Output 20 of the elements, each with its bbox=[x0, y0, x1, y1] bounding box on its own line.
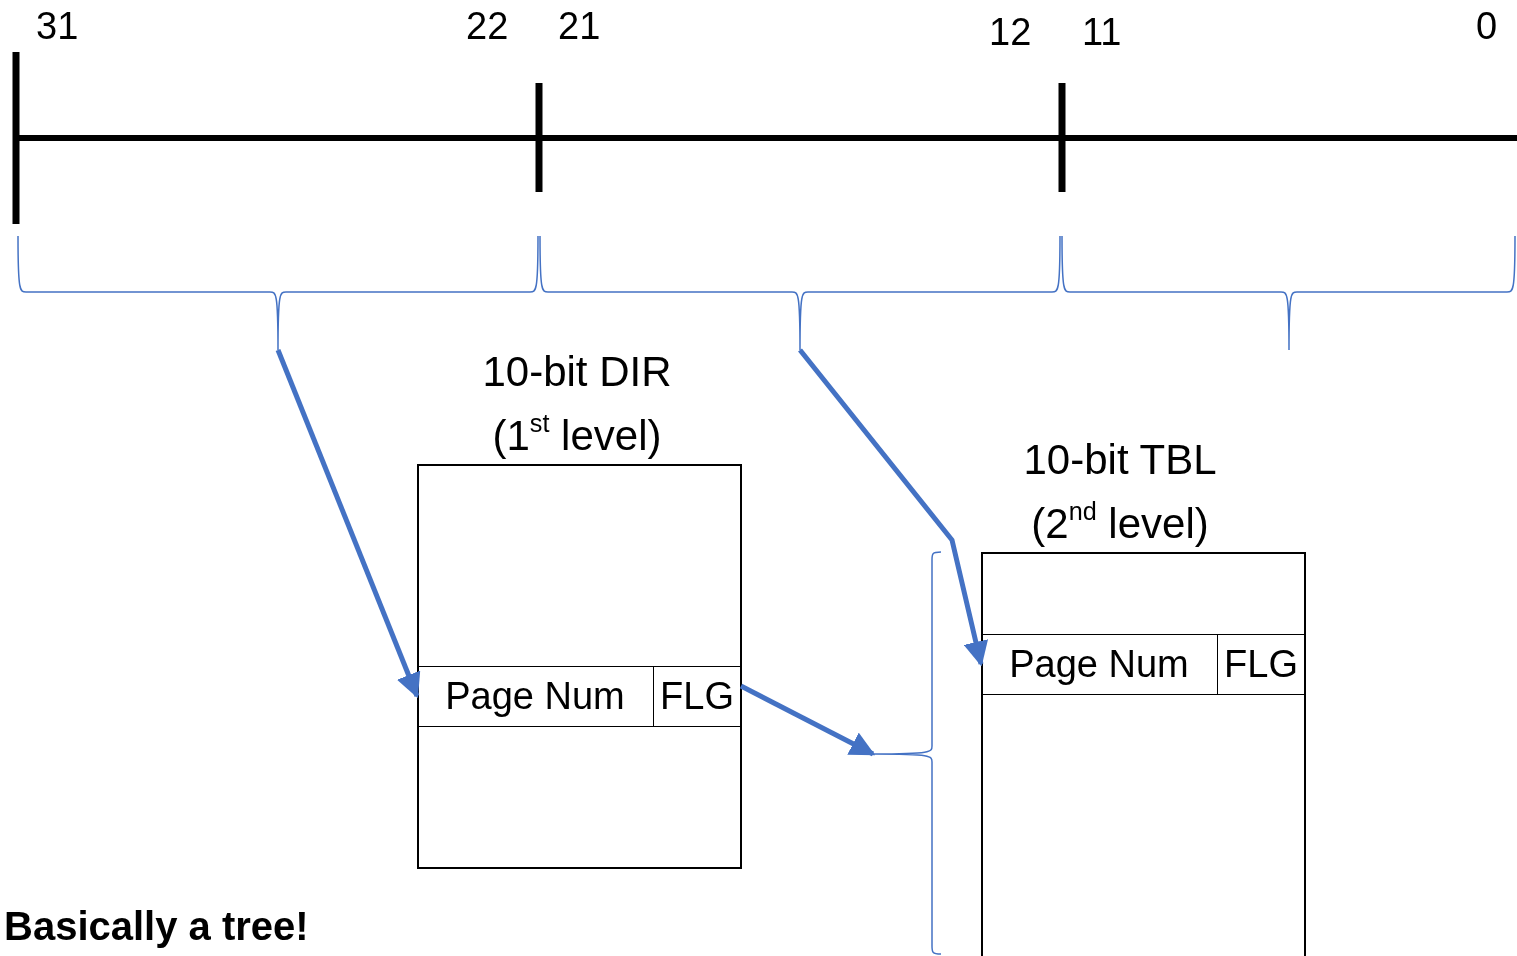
bit-field-brace bbox=[18, 236, 538, 350]
table-heading: 10-bit DIR (1$^{st}$ level) bbox=[481, 347, 673, 461]
bit-number: 31 bbox=[36, 4, 79, 48]
bit-field-brace bbox=[540, 236, 1060, 350]
bit-number: 21 bbox=[558, 4, 601, 48]
table-entry: Page Num bbox=[416, 665, 654, 727]
table-entry: FLG bbox=[1216, 633, 1306, 695]
table-brace bbox=[873, 552, 941, 954]
arrow bbox=[739, 683, 876, 757]
bit-number: 11 bbox=[1082, 10, 1122, 54]
arrow bbox=[275, 349, 421, 699]
table-heading: 10-bit TBL (2$^{nd}$ level) bbox=[1022, 435, 1218, 549]
bit-number: 0 bbox=[1476, 4, 1498, 48]
bit-number: 12 bbox=[989, 10, 1032, 54]
caption-text: Basically a tree! bbox=[4, 904, 309, 948]
bit-number: 22 bbox=[466, 4, 509, 48]
table-entry: FLG bbox=[652, 665, 742, 727]
bit-field-brace bbox=[1062, 236, 1515, 350]
arrow bbox=[798, 348, 989, 667]
table-entry: Page Num bbox=[980, 633, 1218, 695]
